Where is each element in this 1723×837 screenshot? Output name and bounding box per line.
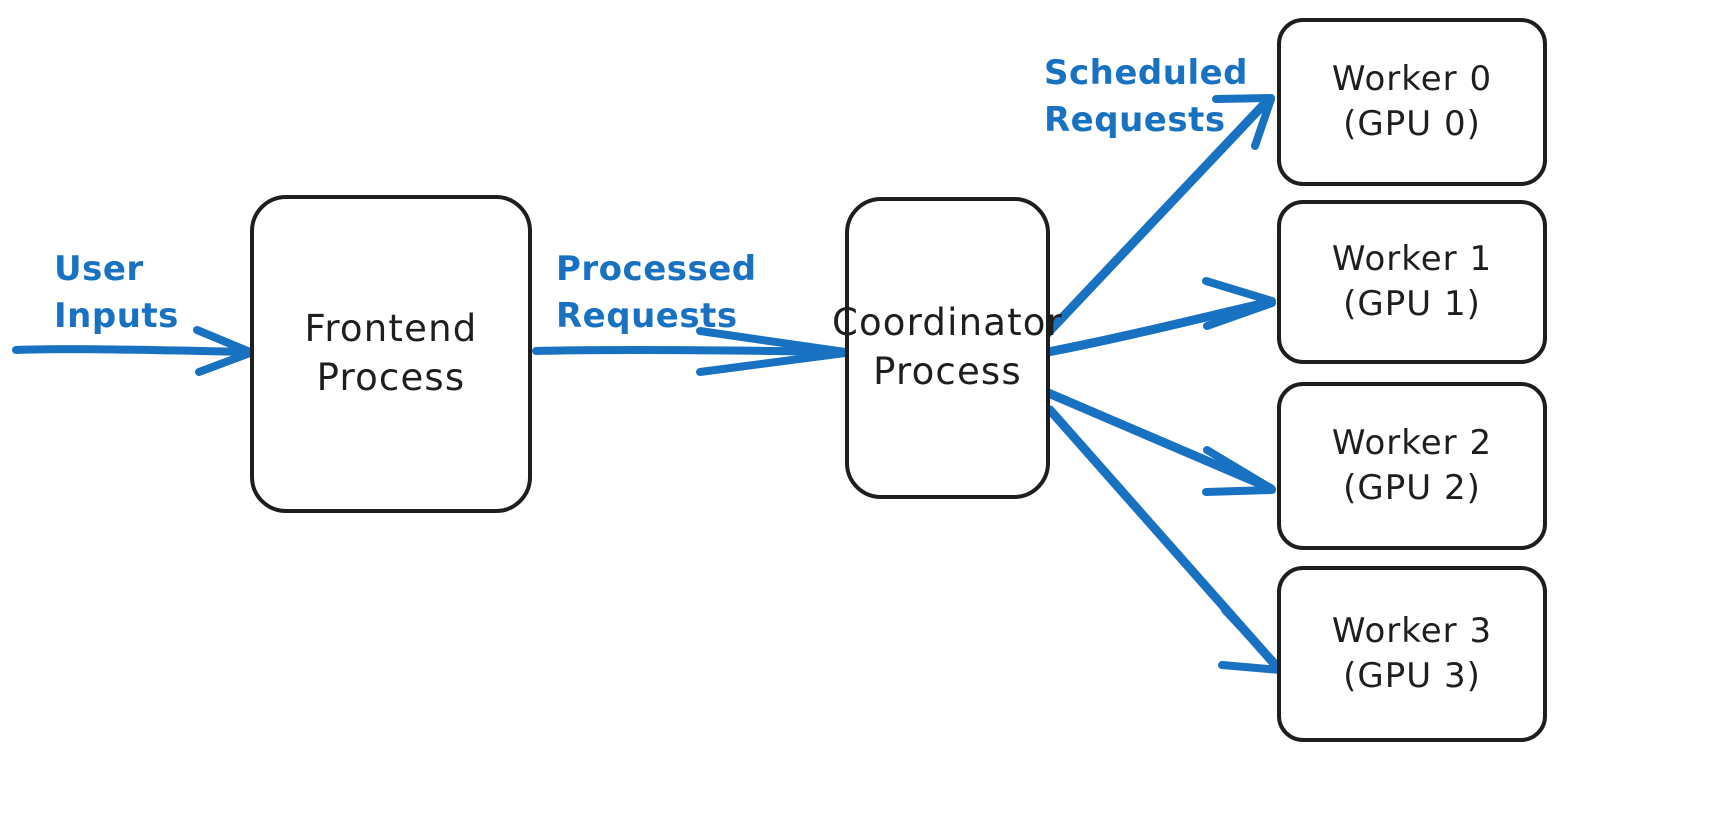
node-worker-0-line2: (GPU 0) <box>1343 104 1481 144</box>
edge-label-scheduled-requests-line1: Scheduled <box>1044 53 1249 93</box>
edge-label-scheduled-requests-line2: Requests <box>1044 99 1226 140</box>
node-worker-2-line1: Worker 2 <box>1331 423 1493 464</box>
node-frontend-process-line2: Process <box>316 356 466 399</box>
node-worker-2[interactable]: Worker 2 (GPU 2) <box>1277 382 1547 550</box>
node-worker-3[interactable]: Worker 3 (GPU 3) <box>1277 566 1547 742</box>
arrow-coordinator-to-worker3 <box>1045 405 1284 674</box>
arrow-user-inputs-to-frontend <box>12 326 254 376</box>
node-frontend-process[interactable]: Frontend Process <box>250 195 532 513</box>
node-coordinator-process-line2: Process <box>873 350 1022 393</box>
edge-label-user-inputs-line2: Inputs <box>54 295 179 336</box>
node-worker-2-line2: (GPU 2) <box>1343 468 1481 508</box>
edge-label-processed-requests: Processed Requests <box>556 246 757 340</box>
node-coordinator-process-line1: Coordinator <box>831 301 1064 345</box>
node-worker-3-line2: (GPU 3) <box>1343 656 1481 696</box>
edge-label-scheduled-requests: Scheduled Requests <box>1044 50 1248 144</box>
arrow-coordinator-to-worker0 <box>1038 94 1275 343</box>
arrow-coordinator-to-worker2 <box>1041 387 1276 496</box>
node-worker-1[interactable]: Worker 1 (GPU 1) <box>1277 200 1547 364</box>
edge-label-user-inputs: User Inputs <box>54 246 179 340</box>
arrow-coordinator-to-worker1 <box>1043 277 1276 357</box>
node-worker-3-line1: Worker 3 <box>1331 611 1493 652</box>
node-worker-1-line1: Worker 1 <box>1331 239 1493 280</box>
node-frontend-process-line1: Frontend <box>304 307 478 351</box>
edge-label-processed-requests-line1: Processed <box>556 249 757 289</box>
node-worker-1-line2: (GPU 1) <box>1343 284 1481 324</box>
edge-label-processed-requests-line2: Requests <box>556 295 738 336</box>
node-worker-0[interactable]: Worker 0 (GPU 0) <box>1277 18 1547 186</box>
node-coordinator-process[interactable]: Coordinator Process <box>832 197 1062 499</box>
arrow-frontend-to-coordinator <box>532 327 849 376</box>
node-worker-0-line1: Worker 0 <box>1331 59 1493 100</box>
edge-label-user-inputs-line1: User <box>54 249 144 289</box>
